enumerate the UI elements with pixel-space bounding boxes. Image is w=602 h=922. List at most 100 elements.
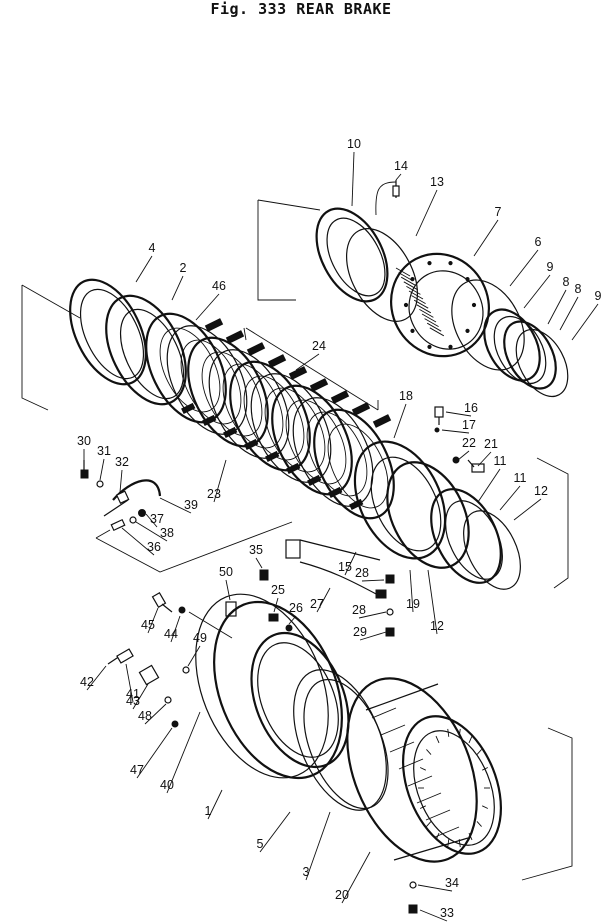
callout-number: 9 — [595, 289, 602, 303]
callout-leader — [358, 611, 387, 619]
callout-number: 7 — [495, 205, 502, 219]
callout-number: 19 — [406, 597, 420, 611]
callout-number: 22 — [462, 436, 476, 450]
callout-number: 26 — [289, 601, 303, 615]
callout-leader — [288, 615, 297, 625]
callout-46: 46 — [195, 279, 226, 321]
callout-21: 21 — [477, 437, 498, 467]
callout-leader — [125, 663, 134, 703]
callout-1: 1 — [205, 789, 223, 820]
callout-number: 43 — [126, 694, 140, 708]
callout-leader — [547, 289, 567, 325]
callout-13: 13 — [415, 175, 444, 237]
fittings-group — [80, 406, 485, 637]
callout-leader — [171, 275, 184, 301]
callout-number: 3 — [303, 865, 310, 879]
callout-number: 30 — [77, 434, 91, 448]
callout-22: 22 — [457, 436, 476, 461]
callout-leader — [195, 293, 220, 321]
callout-number: 45 — [141, 618, 155, 632]
callout-47: 47 — [130, 727, 173, 779]
callout-leader — [86, 665, 107, 691]
callout-leader — [147, 607, 159, 634]
callout-28: 28 — [355, 566, 385, 582]
callout-number: 27 — [310, 597, 324, 611]
callout-leader — [419, 909, 448, 922]
callout-18: 18 — [393, 389, 413, 439]
callout-leader — [136, 727, 173, 779]
callout-43: 43 — [126, 683, 149, 710]
callout-11: 11 — [499, 471, 527, 511]
callout-2: 2 — [171, 261, 187, 301]
callout-number: 1 — [205, 804, 212, 818]
callout-6: 6 — [509, 235, 542, 287]
callout-33: 33 — [419, 906, 454, 922]
callout-number: 38 — [160, 526, 174, 540]
callout-number: 42 — [80, 675, 94, 689]
callout-leader — [341, 851, 371, 904]
callout-leader — [441, 429, 470, 434]
callout-7: 7 — [473, 205, 502, 257]
callout-number: 2 — [180, 261, 187, 275]
callout-leader — [571, 303, 599, 341]
callout-5: 5 — [257, 811, 291, 853]
callout-number: 10 — [347, 137, 361, 151]
callout-leader — [305, 811, 331, 881]
callout-number: 46 — [212, 279, 226, 293]
callout-leader — [457, 450, 470, 461]
callout-number: 12 — [430, 619, 444, 633]
callout-37: 37 — [145, 512, 164, 528]
callout-49: 49 — [187, 631, 207, 667]
callout-leader — [121, 527, 155, 556]
callout-number: 21 — [484, 437, 498, 451]
callout-4: 4 — [135, 241, 156, 283]
callout-leader — [559, 296, 579, 331]
callout-number: 24 — [312, 339, 326, 353]
callout-24: 24 — [295, 339, 326, 371]
callout-number: 49 — [193, 631, 207, 645]
callout-32: 32 — [115, 455, 129, 493]
callout-leader — [344, 551, 357, 576]
callout-40: 40 — [160, 711, 201, 794]
callout-leader — [395, 173, 402, 181]
callout-leader — [273, 597, 279, 613]
figure-title: Fig. 333 REAR BRAKE — [210, 0, 392, 18]
callout-leader — [361, 579, 385, 582]
callout-number: 15 — [338, 560, 352, 574]
callout-leader — [295, 353, 320, 371]
callout-12: 12 — [513, 484, 548, 521]
callout-27: 27 — [310, 587, 331, 613]
callout-23: 23 — [207, 459, 227, 503]
callout-leader — [144, 703, 167, 725]
callout-number: 40 — [160, 778, 174, 792]
callout-36: 36 — [121, 527, 161, 556]
callout-number: 33 — [440, 906, 454, 920]
callout-number: 9 — [547, 260, 554, 274]
callout-number: 8 — [575, 282, 582, 296]
callout-44: 44 — [164, 615, 181, 643]
callout-leader — [499, 485, 521, 511]
callout-number: 44 — [164, 627, 178, 641]
upper-assembly — [257, 180, 569, 398]
callout-leader — [477, 468, 501, 503]
callout-leader — [259, 811, 291, 853]
callout-leader — [415, 189, 438, 237]
callout-leader — [351, 151, 355, 207]
callout-leader — [409, 569, 414, 613]
callout-16: 16 — [445, 401, 478, 417]
callout-leader — [359, 631, 387, 641]
callout-leader — [145, 513, 158, 528]
callout-26: 26 — [288, 601, 303, 625]
callout-25: 25 — [271, 583, 285, 613]
disc-pack-assembly — [21, 278, 569, 590]
callout-8: 8 — [547, 275, 570, 325]
callout-leader — [166, 711, 201, 794]
callout-number: 32 — [115, 455, 129, 469]
callout-number: 14 — [394, 159, 408, 173]
callout-9: 9 — [523, 260, 554, 309]
callout-number: 12 — [534, 484, 548, 498]
callout-number: 6 — [535, 235, 542, 249]
callout-leader — [99, 458, 105, 481]
callout-14: 14 — [394, 159, 408, 181]
